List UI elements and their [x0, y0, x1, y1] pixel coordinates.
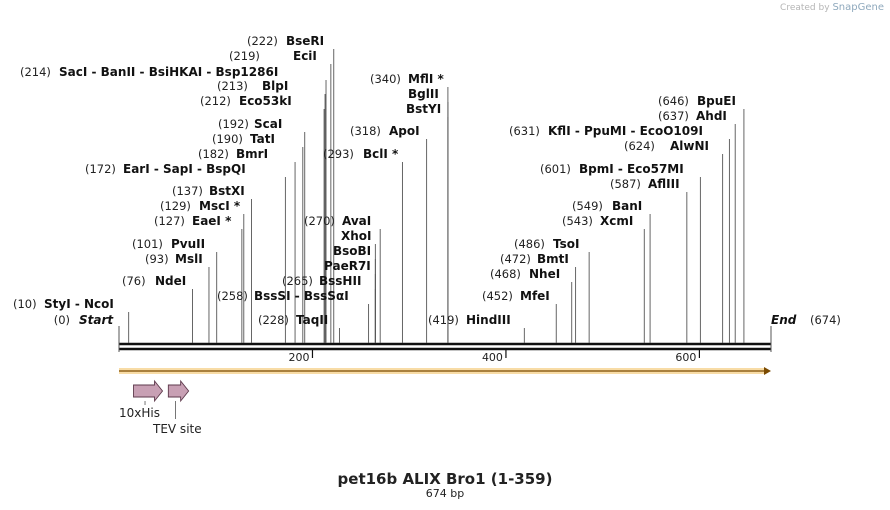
site-name: XhoI: [341, 229, 372, 243]
start-label: Start: [79, 313, 114, 327]
feature-arrow: [167, 379, 190, 403]
site-name: AhdI: [696, 109, 727, 123]
site-position: (228): [258, 313, 289, 327]
site-name: BmtI: [537, 252, 569, 266]
site-position: (624): [624, 139, 655, 153]
credit-brand: SnapGene: [832, 2, 884, 13]
site-name: BclI *: [363, 147, 399, 161]
site-position: (127): [154, 214, 185, 228]
site-name: AvaI: [342, 214, 371, 228]
site-position: (213): [217, 79, 248, 93]
site-name: BlpI: [262, 79, 288, 93]
site-name: MflI *: [408, 72, 444, 86]
site-position: (587): [610, 177, 641, 191]
site-name: BmrI: [236, 147, 268, 161]
site-name: Eco53kI: [239, 94, 292, 108]
site-name: TsoI: [553, 237, 579, 251]
credit-prefix: Created by: [780, 3, 830, 13]
site-name: ScaI: [254, 117, 282, 131]
site-position: (601): [540, 162, 571, 176]
orf-arrow-head: [764, 367, 771, 375]
site-name: MslI: [175, 252, 203, 266]
site-position: (270): [304, 214, 335, 228]
site-position: (637): [658, 109, 689, 123]
site-name: BpuEI: [697, 94, 736, 108]
site-position: (265): [282, 274, 313, 288]
site-name: StyI - NcoI: [44, 297, 114, 311]
site-name: EaeI *: [192, 214, 232, 228]
site-name: BssSI - BssSαI: [254, 289, 349, 303]
feature-label: 10xHis: [119, 406, 160, 420]
site-position: (101): [132, 237, 163, 251]
start-position: (0): [54, 313, 70, 327]
site-name: BglII: [408, 87, 439, 101]
site-position: (452): [482, 289, 513, 303]
site-name: TaqII: [296, 313, 328, 327]
site-name: AlwNI: [670, 139, 709, 153]
site-position: (631): [509, 124, 540, 138]
site-position: (543): [562, 214, 593, 228]
site-name: NheI: [529, 267, 560, 281]
site-name: TatI: [250, 132, 275, 146]
site-name: NdeI: [155, 274, 186, 288]
site-position: (468): [490, 267, 521, 281]
end-position: (674): [810, 313, 841, 327]
site-name: PvuII: [171, 237, 205, 251]
feature-label: TEV site: [152, 422, 202, 436]
end-label: End: [771, 313, 797, 327]
site-name: EarI - SapI - BspQI: [123, 162, 246, 176]
site-position: (646): [658, 94, 689, 108]
site-name: AflIII: [648, 177, 680, 191]
site-position: (93): [145, 252, 169, 266]
site-name: MfeI: [520, 289, 550, 303]
feature-arrow: [133, 379, 164, 403]
site-name: XcmI: [600, 214, 633, 228]
scale-tick-label: 400: [482, 351, 503, 364]
scale-tick-label: 600: [675, 351, 696, 364]
site-position: (190): [212, 132, 243, 146]
site-name: MscI *: [199, 199, 241, 213]
site-position: (419): [428, 313, 459, 327]
site-position: (172): [85, 162, 116, 176]
site-name: BssHII: [319, 274, 361, 288]
site-name: BstYI: [406, 102, 441, 116]
site-position: (76): [122, 274, 146, 288]
site-name: PaeR7I: [324, 259, 371, 273]
site-name: SacI - BanII - BsiHKAI - Bsp1286I: [59, 65, 278, 79]
site-position: (137): [172, 184, 203, 198]
site-name: EciI: [293, 49, 317, 63]
site-position: (219): [229, 49, 260, 63]
site-position: (192): [218, 117, 249, 131]
site-name: KflI - PpuMI - EcoO109I: [548, 124, 703, 138]
site-position: (10): [13, 297, 37, 311]
site-position: (318): [350, 124, 381, 138]
site-position: (129): [160, 199, 191, 213]
site-name: HindIII: [466, 313, 511, 327]
site-position: (214): [20, 65, 51, 79]
site-position: (293): [323, 147, 354, 161]
site-position: (472): [500, 252, 531, 266]
site-position: (182): [198, 147, 229, 161]
site-name: BsoBI: [333, 244, 371, 258]
site-position: (212): [200, 94, 231, 108]
snapgene-credit: Created by SnapGene: [780, 2, 884, 13]
site-name: BanI: [612, 199, 642, 213]
map-title: pet16b ALIX Bro1 (1-359): [337, 470, 553, 488]
site-position: (486): [514, 237, 545, 251]
site-name: BseRI: [286, 34, 324, 48]
scale-tick-label: 200: [288, 351, 309, 364]
site-position: (222): [247, 34, 278, 48]
site-name: BpmI - Eco57MI: [579, 162, 684, 176]
site-name: ApoI: [389, 124, 420, 138]
site-position: (340): [370, 72, 401, 86]
site-position: (258): [217, 289, 248, 303]
map-length: 674 bp: [425, 487, 465, 500]
site-name: BstXI: [209, 184, 245, 198]
site-position: (549): [572, 199, 603, 213]
